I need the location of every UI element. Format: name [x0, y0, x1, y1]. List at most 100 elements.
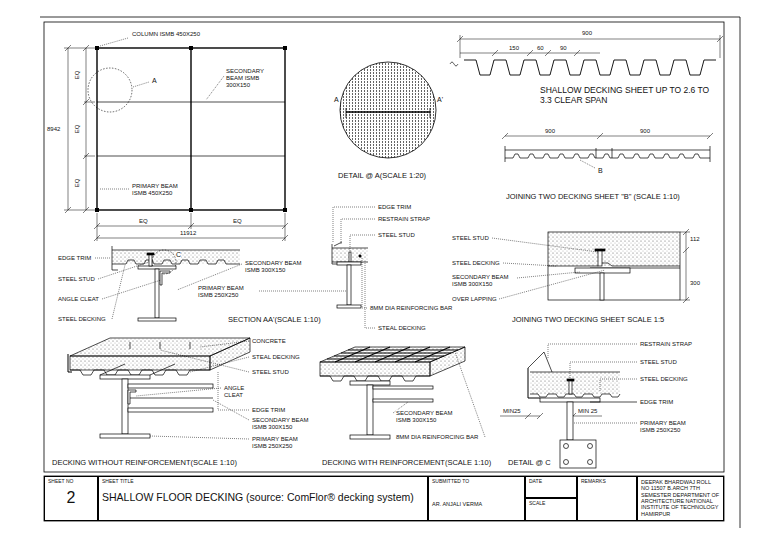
part-label: ANGLE CLEAT	[224, 385, 254, 399]
leader-line	[259, 291, 346, 292]
dimension-text: 150	[509, 45, 519, 52]
section-aa	[112, 260, 240, 264]
dimension-line	[64, 48, 95, 49]
part-label: 8MM DIA REINFORCING BAR	[396, 434, 478, 441]
cell-text: DATE	[529, 479, 573, 485]
dimension-text: MIN25	[503, 408, 521, 415]
isometric-without-bars	[128, 408, 213, 412]
part-label: RESTRAIN STRAP	[640, 341, 692, 348]
reinforcing-bar	[395, 347, 430, 362]
section-primary	[337, 305, 361, 308]
part-label: ANGLE CLEAT	[58, 296, 99, 303]
isometric-with-bars	[320, 376, 430, 381]
dimension-line	[537, 413, 543, 419]
cell-heading: SUBMITTED TO	[432, 479, 521, 485]
leader-line	[580, 160, 595, 168]
leader-line	[548, 344, 637, 358]
part-label: STEEL STUD	[252, 369, 289, 376]
callout-letter: A	[152, 77, 157, 85]
detail-marker	[88, 68, 176, 274]
decking-joint	[505, 150, 710, 151]
dimension-text: 900	[582, 30, 592, 37]
callout-letter: A	[334, 96, 339, 104]
leader-line	[492, 238, 598, 252]
section-aa	[138, 318, 176, 321]
detail-c	[564, 444, 569, 449]
part-label: SECONDARY BEAM ISMB 300X150	[226, 68, 282, 89]
cell-text: SHALLOW FLOOR DECKING (source: ComFlor® …	[102, 491, 424, 503]
isometric-with-bars	[367, 385, 373, 435]
dimension-line	[500, 416, 540, 417]
part-label: STEAL DECKING	[252, 354, 300, 361]
column	[189, 208, 193, 212]
part-label: PRIMARY BEAM ISMB 250X250	[640, 420, 702, 434]
dimension-line	[545, 50, 551, 56]
reinforcing-bar	[375, 347, 410, 362]
leader-line	[362, 258, 367, 308]
dimension-text: EQ	[139, 218, 148, 225]
title-block-cell: SUBMITTED TO AR. ANJALI VERMA	[428, 476, 525, 521]
part-label: RESTRAIN STRAP	[378, 216, 430, 223]
section-primary	[347, 265, 351, 305]
floor-plan	[97, 156, 285, 157]
isometric-without-bars	[128, 398, 213, 399]
detail-c	[560, 440, 596, 468]
leader-line	[102, 280, 161, 299]
cell-text: SCALE	[529, 501, 573, 507]
detail-a-circle	[346, 111, 430, 113]
part-label: STEEL STUD	[640, 359, 677, 366]
dimension-line	[191, 213, 192, 229]
leader-line	[365, 263, 375, 328]
detail-c	[590, 402, 637, 403]
dimension-line	[707, 133, 713, 139]
drawing-caption: DECKING WITH REINFORCEMENT(SCALE 1:10)	[322, 459, 491, 468]
dimension-line	[527, 50, 533, 56]
floor-plan	[97, 102, 285, 103]
reinforcing-bar	[327, 347, 458, 362]
decking-profile	[450, 62, 458, 66]
cell-text: AR. ANJALI VERMA	[432, 501, 521, 507]
dimension-text: MIN 25	[578, 408, 597, 415]
leader-line	[150, 436, 249, 439]
detail-c	[567, 379, 574, 381]
isometric-with-bars	[320, 347, 465, 439]
decking-overlap	[548, 232, 680, 266]
isometric-without-bars	[190, 342, 191, 349]
dimension-text: 900	[640, 128, 650, 135]
part-label: EDGE TRIM	[378, 204, 411, 211]
decking-joint	[505, 154, 710, 158]
part-label: EDGE TRIM	[252, 407, 285, 414]
callout-letter: B	[598, 167, 603, 175]
part-label: EDGE TRIM	[58, 255, 91, 262]
part-label: CONCRETE	[252, 338, 286, 345]
part-label: STEEL STUD	[58, 276, 95, 283]
detail-marker	[88, 68, 132, 112]
detail-c	[530, 372, 620, 373]
drawing-caption: SHALLOW DECKING SHEET UP TO 2.6 TO 3.3 C…	[540, 86, 715, 106]
cell-text: REMARKS	[581, 479, 633, 485]
column	[283, 208, 287, 212]
leader-line	[213, 400, 249, 420]
detail-c	[588, 460, 593, 465]
isometric-with-bars	[373, 386, 433, 389]
detail-c	[528, 352, 552, 372]
dimension-text: 900	[545, 128, 555, 135]
callout-letter: C	[176, 251, 181, 259]
dimension-line	[97, 238, 285, 239]
section-aa	[112, 250, 240, 264]
drawing-caption: DETAIL @ A(SCALE 1:20)	[338, 172, 426, 181]
dimension-line	[84, 102, 95, 103]
part-label: SECONDARY BEAM ISMB 300X150	[252, 417, 310, 431]
isometric-without-bars	[128, 384, 213, 388]
isometric-with-bars	[373, 399, 433, 402]
part-label: STEEL STUD	[378, 232, 415, 239]
dimension-line	[680, 232, 690, 233]
dimension-line	[720, 35, 721, 58]
dimension-line	[285, 213, 286, 241]
part-label: STEEL DECKING	[452, 260, 500, 267]
detail-c	[528, 352, 637, 468]
dimension-line	[84, 156, 95, 157]
title-block-cell: DATE	[525, 476, 577, 498]
detail-c	[530, 394, 620, 397]
detail-a-circle	[430, 108, 431, 118]
